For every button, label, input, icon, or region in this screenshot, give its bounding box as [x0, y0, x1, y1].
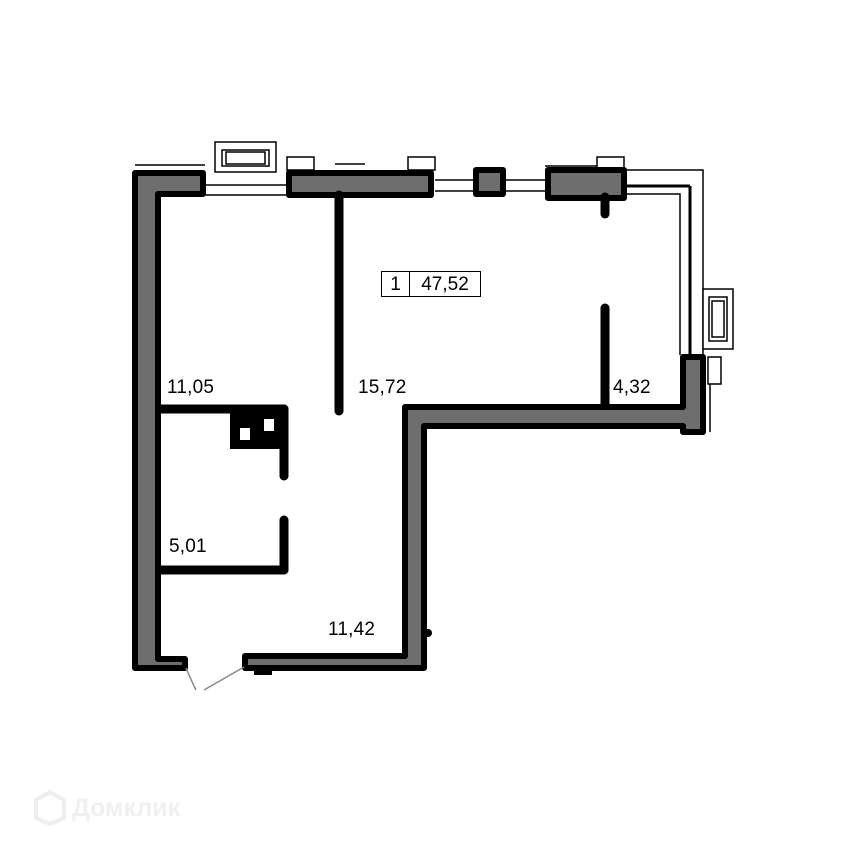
- window-top-left: [214, 141, 277, 173]
- unit-total-area: 47,52: [421, 273, 469, 295]
- watermark-text: Домклик: [72, 793, 181, 822]
- room-area-hallway: 11,42: [328, 619, 376, 640]
- watermark: Домклик: [34, 790, 180, 826]
- window-right: [702, 288, 734, 350]
- room-area-left: 11,05: [167, 377, 215, 398]
- room-area-main: 15,72: [358, 377, 407, 398]
- vent-shaft: [230, 412, 280, 449]
- radiator-boxes: [286, 156, 722, 385]
- unit-number: 1: [382, 272, 410, 296]
- interior-walls: [155, 190, 610, 575]
- entrance-door: [185, 666, 245, 691]
- room-area-bathroom: 5,01: [169, 536, 207, 557]
- domclick-logo-icon: [34, 790, 66, 826]
- room-area-balcony: 4,32: [613, 377, 651, 398]
- unit-area-box: 1 47,52: [381, 271, 481, 297]
- exterior-walls: [132, 167, 706, 671]
